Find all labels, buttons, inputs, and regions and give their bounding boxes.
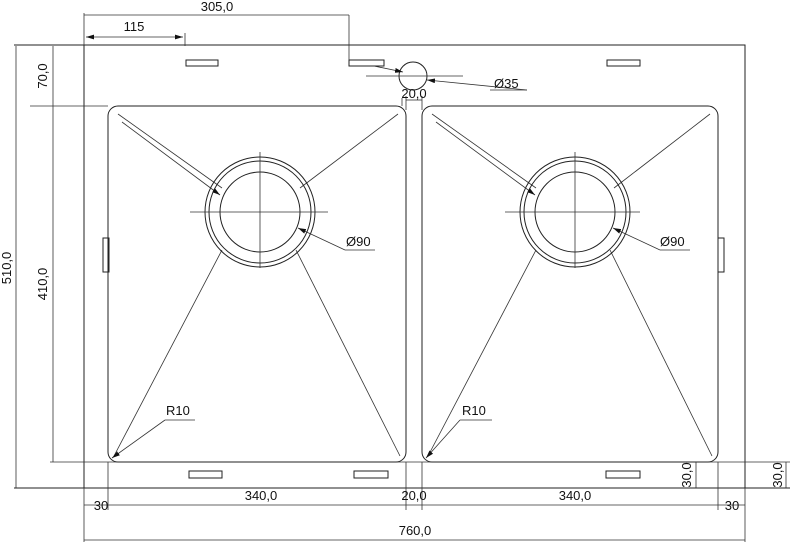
dim-tap-offset: 305,0 [201,0,234,14]
mounting-slots [102,59,725,479]
bowl-left [107,105,407,463]
dim-bowl-depth: 410,0 [35,268,50,301]
dim-divider: 20,0 [401,86,426,101]
dim-radius-left: R10 [166,403,190,418]
dim-bowl-left-width: 340,0 [245,488,278,503]
dim-overall-depth: 510,0 [0,252,14,285]
dim-bottom-margin-inner: 30,0 [679,462,694,487]
dim-left-margin: 30 [94,498,108,513]
dim-right-margin: 30 [725,498,739,513]
drain-right [435,121,690,268]
dim-overall-width: 760,0 [399,523,432,538]
dim-top-margin: 70,0 [35,63,50,88]
tap-hole [366,61,528,91]
dim-radius-right: R10 [462,403,486,418]
sink-outline [14,44,790,489]
drain-left [121,121,375,268]
dim-slot-offset: 115 [124,19,145,34]
dim-drain-right: Ø90 [660,234,685,249]
dim-divider-bottom: 20,0 [401,488,426,503]
dimension-lines [15,13,787,542]
bowl-right [421,105,719,463]
dim-bowl-right-width: 340,0 [559,488,592,503]
dim-tap-hole: Ø35 [494,76,519,91]
dim-drain-left: Ø90 [346,234,371,249]
dim-bottom-margin-outer: 30,0 [770,462,785,487]
